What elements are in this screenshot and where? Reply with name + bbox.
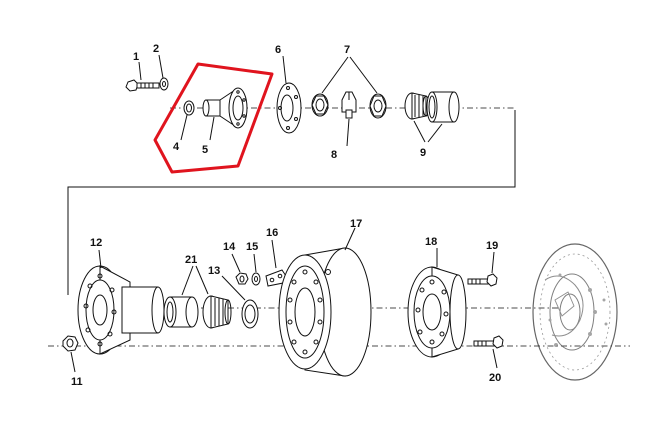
part-21-bearing-cup (163, 296, 199, 328)
part-7-nut-right (369, 93, 387, 119)
leader-8 (346, 118, 350, 147)
leader-7b (349, 56, 378, 94)
leader-9a (413, 120, 426, 143)
part-15-washer (251, 272, 261, 286)
callout-16: 16 (266, 227, 278, 239)
callout-9: 9 (420, 147, 426, 159)
callout-17: 17 (350, 218, 362, 230)
leader-13 (221, 275, 246, 301)
leader-20 (492, 348, 498, 369)
leader-19 (491, 251, 495, 274)
leader-21b (195, 265, 209, 295)
callout-7: 7 (344, 44, 350, 56)
part-1-bolt (125, 79, 160, 92)
leader-7a (321, 56, 349, 94)
part-19-bolt (467, 273, 498, 287)
callout-13: 13 (208, 265, 220, 277)
callout-20: 20 (489, 372, 501, 384)
callout-8: 8 (331, 149, 337, 161)
part-18-spider (407, 266, 467, 358)
leader-16 (271, 239, 277, 269)
part-11-wheel-nut (62, 335, 79, 352)
leader-2 (158, 54, 164, 79)
leader-6 (282, 55, 287, 84)
part-13-seal (241, 299, 259, 329)
part-9-bearing-cone (404, 92, 430, 120)
leader-9b (427, 123, 443, 143)
callout-11: 11 (71, 376, 83, 388)
leader-4 (180, 114, 188, 141)
leader-5 (209, 116, 215, 141)
callout-14: 14 (223, 241, 236, 253)
callout-15: 15 (246, 241, 258, 253)
callout-12: 12 (90, 237, 102, 249)
leader-15 (253, 253, 257, 273)
part-2-washer (159, 77, 169, 91)
part-brake-assembly-background (532, 243, 618, 381)
callout-4: 4 (173, 141, 180, 153)
part-5-hub-flange (202, 87, 248, 129)
callout-18: 18 (425, 236, 437, 248)
part-20-bolt (473, 335, 504, 349)
part-14-nut (235, 272, 249, 285)
part-9-bearing-cup (426, 91, 460, 123)
leader-11 (70, 351, 76, 373)
part-21-bearing-cone (202, 295, 232, 329)
leader-17 (344, 227, 356, 251)
part-4-seal (183, 100, 195, 116)
callout-2: 2 (153, 43, 159, 55)
leader-21a (181, 265, 194, 296)
callout-21: 21 (185, 254, 197, 266)
part-17-brake-drum (278, 247, 372, 377)
part-6-flange-plate (276, 82, 302, 134)
leader-14 (231, 253, 241, 273)
callout-5: 5 (202, 144, 208, 156)
part-12-hub (77, 265, 165, 355)
leader-12 (98, 249, 102, 269)
leader-1 (138, 61, 142, 81)
callout-19: 19 (486, 240, 498, 252)
callout-6: 6 (275, 44, 281, 56)
part-8-lock (341, 91, 357, 119)
part-7-nut-left (311, 93, 329, 117)
highlight-outline (153, 62, 274, 174)
assembly-path-line (67, 110, 516, 295)
callout-1: 1 (133, 51, 139, 63)
